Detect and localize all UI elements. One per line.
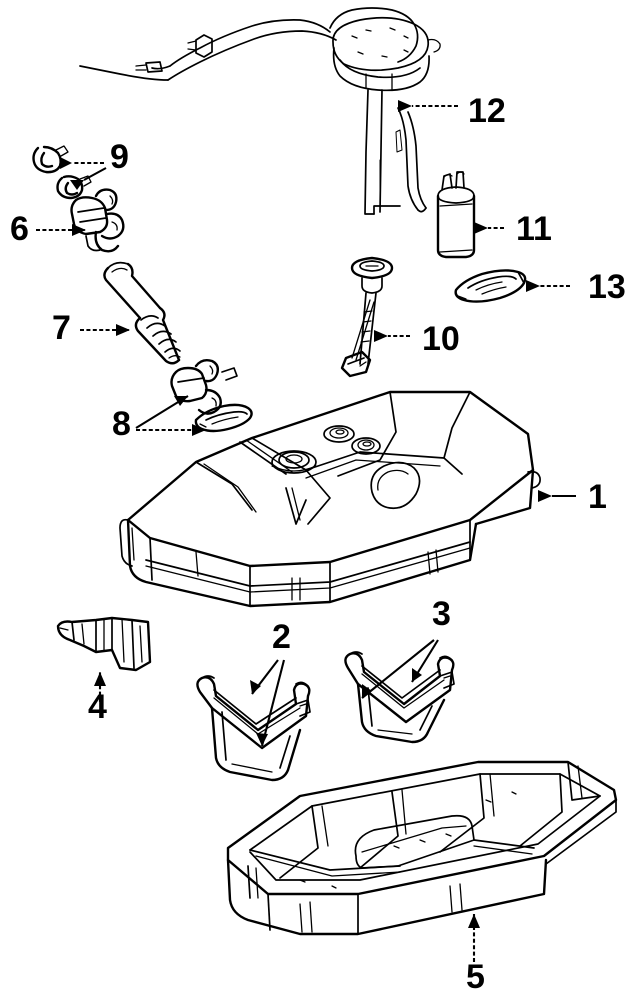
part-13-bracket-clip: [454, 269, 527, 303]
leader-1: [538, 490, 576, 502]
leader-2: [250, 659, 286, 747]
leader-11: [474, 222, 504, 234]
part-3-mounting-strap-right: [344, 651, 455, 744]
part-1-fuel-tank: [119, 390, 541, 608]
callout-number-10: 10: [422, 320, 460, 358]
part-6-filler-pipe-fitting: [70, 188, 125, 253]
callout-number-7: 7: [52, 309, 71, 347]
leader-12: [398, 100, 458, 112]
callout-number-4: 4: [88, 688, 107, 726]
callout-number-5: 5: [466, 958, 485, 996]
leader-8: [135, 395, 206, 436]
part-12-fuel-pump-assembly: [79, 7, 441, 215]
callout-number-9: 9: [110, 138, 129, 176]
part-9-hose-clamps: [32, 145, 92, 200]
callout-number-13: 13: [588, 268, 626, 306]
callout-number-3: 3: [432, 595, 451, 633]
leader-5: [468, 914, 480, 962]
leader-10: [374, 330, 410, 342]
callout-number-11: 11: [516, 210, 552, 248]
part-11-fuel-pump: [436, 171, 476, 259]
leader-7: [80, 324, 130, 336]
leader-6: [36, 224, 86, 236]
part-4-support-bracket: [56, 616, 152, 672]
part-8-fuel-cutoff-valve: [170, 358, 253, 433]
leader-4: [94, 672, 106, 702]
part-5-tank-protector-plate: [226, 760, 618, 936]
callout-number-12: 12: [468, 92, 506, 130]
part-10-fuel-sender-unit: [340, 256, 394, 378]
part-2-mounting-strap-left: [196, 675, 311, 782]
callout-number-8: 8: [112, 405, 131, 443]
leader-13: [526, 280, 570, 292]
callout-number-1: 1: [588, 478, 607, 516]
leader-9: [60, 157, 107, 190]
callout-number-6: 6: [10, 210, 29, 248]
callout-number-2: 2: [272, 618, 291, 656]
part-7-filler-hose: [103, 261, 181, 365]
leader-3: [361, 639, 439, 699]
